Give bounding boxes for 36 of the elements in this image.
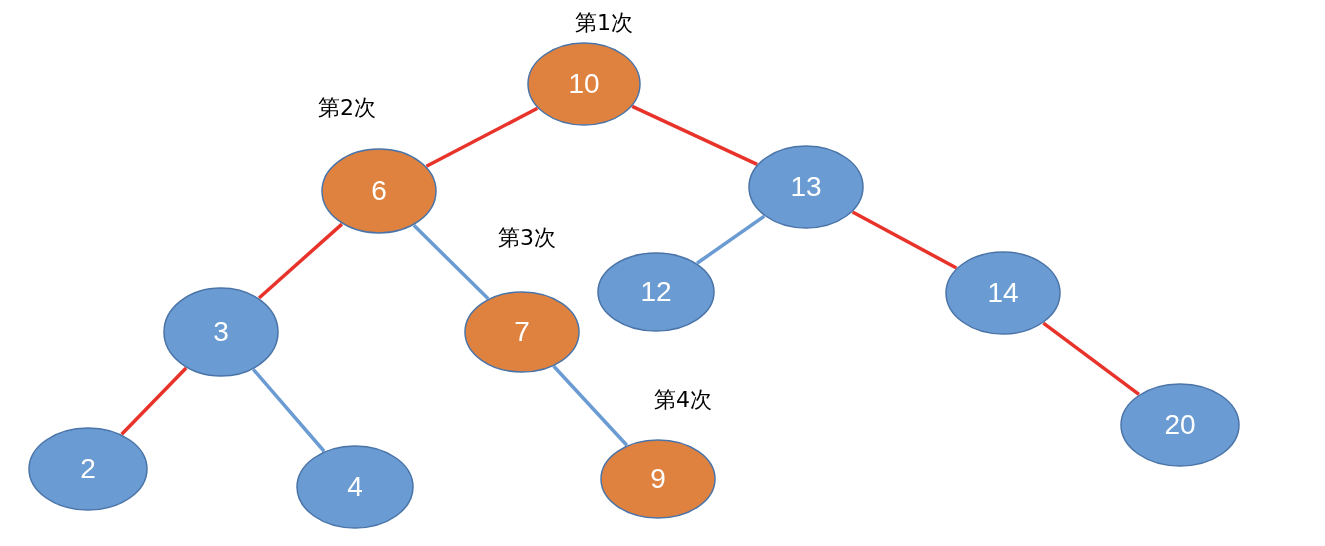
tree-node-ellipse — [945, 251, 1061, 335]
node-value: 3 — [213, 316, 229, 348]
node-value: 20 — [1164, 409, 1196, 441]
node-value: 9 — [650, 463, 666, 495]
tree-edge — [257, 222, 344, 300]
tree-node-ellipse — [28, 427, 148, 511]
step-label: 第4次 — [654, 386, 712, 414]
node-value: 13 — [790, 171, 822, 203]
tree-edge — [631, 104, 758, 166]
tree-node-ellipse — [600, 439, 716, 519]
tree-node-ellipse — [527, 42, 641, 126]
tree-edge — [120, 366, 188, 436]
node-value: 4 — [347, 471, 363, 503]
tree-edge — [552, 365, 629, 447]
node-value: 6 — [371, 175, 387, 207]
node-value: 12 — [640, 276, 672, 308]
tree-node-ellipse — [748, 145, 864, 229]
tree-edge — [252, 368, 326, 453]
tree-node-ellipse — [321, 148, 437, 234]
node-value: 10 — [568, 68, 600, 100]
node-value: 7 — [514, 316, 530, 348]
tree-edge — [425, 106, 539, 168]
node-value: 2 — [80, 453, 96, 485]
tree-edge — [696, 214, 766, 265]
tree-node-ellipse — [296, 445, 414, 529]
step-label: 第3次 — [498, 224, 556, 252]
node-value: 14 — [987, 277, 1019, 309]
tree-node-ellipse — [163, 287, 279, 377]
step-label: 第1次 — [575, 9, 633, 37]
tree-edge — [1042, 321, 1140, 396]
tree-edge — [412, 224, 490, 300]
tree-node-ellipse — [464, 291, 580, 373]
tree-node-ellipse — [597, 252, 715, 332]
step-label: 第2次 — [318, 94, 376, 122]
tree-edge — [851, 210, 958, 270]
tree-node-ellipse — [1120, 383, 1240, 467]
